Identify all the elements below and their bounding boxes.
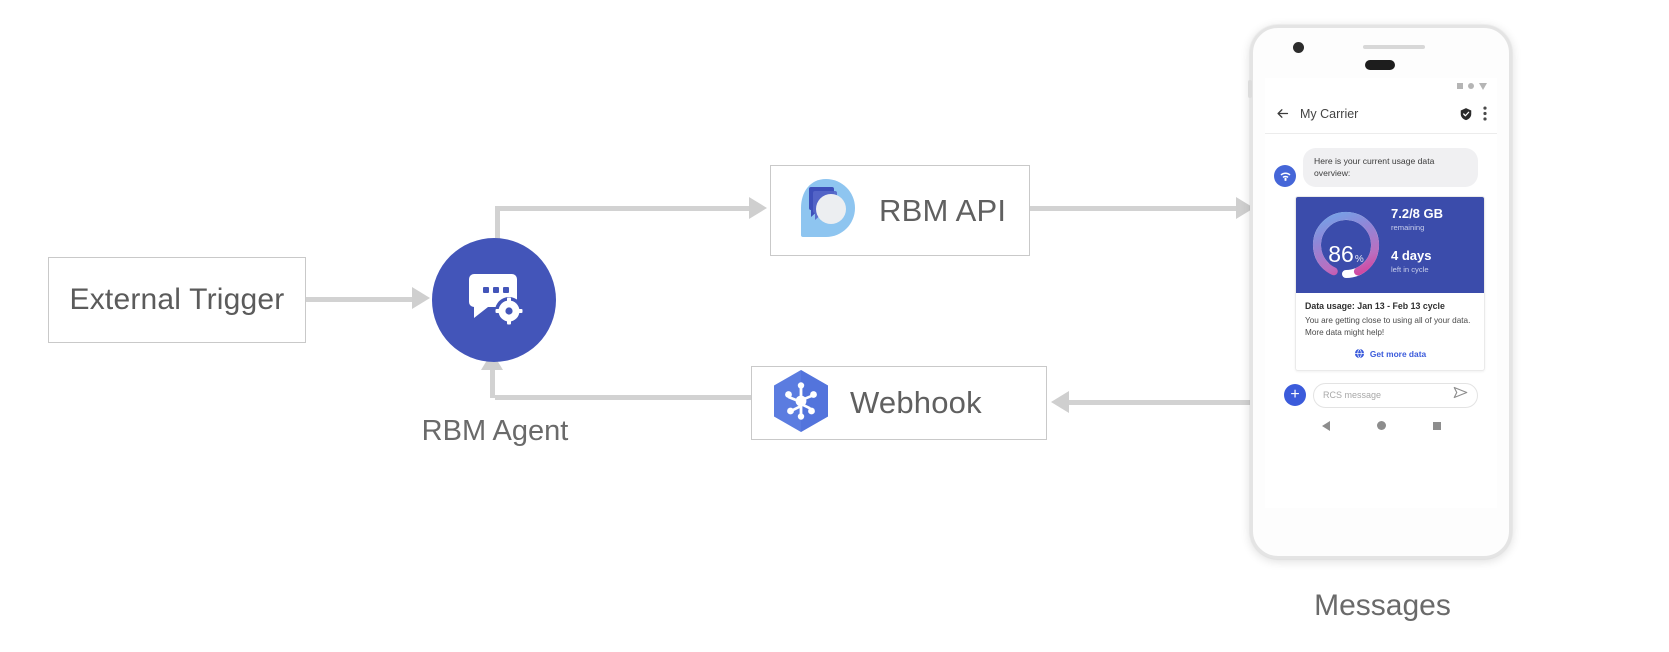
- front-camera-icon: [1293, 42, 1304, 53]
- webhook-box[interactable]: Webhook: [751, 366, 1047, 440]
- top-sensor-bar: [1363, 45, 1425, 49]
- rcs-message-input[interactable]: RCS message: [1313, 382, 1478, 408]
- phone-screen: My Carrier: [1265, 78, 1497, 508]
- rbm-agent-node[interactable]: [432, 238, 556, 362]
- earpiece-speaker: [1365, 60, 1395, 70]
- card-title: Data usage: Jan 13 - Feb 13 cycle: [1305, 300, 1445, 311]
- send-icon[interactable]: [1453, 386, 1468, 404]
- back-arrow-icon[interactable]: [1275, 106, 1290, 121]
- data-amount-block: 7.2/8 GB remaining: [1391, 205, 1481, 232]
- arrowhead-trigger-to-agent: [412, 287, 430, 309]
- data-amount: 7.2/8 GB: [1391, 205, 1444, 221]
- data-usage-gauge: 86 %: [1308, 207, 1384, 283]
- incoming-message-bubble: Here is your current usage data overview…: [1303, 148, 1478, 187]
- external-trigger-label: External Trigger: [69, 283, 285, 316]
- rich-card[interactable]: 86 % 7.2/8 GB remaining 4 days lef: [1295, 195, 1485, 371]
- rbm-agent-label: RBM Agent: [421, 415, 569, 447]
- connector-webhook-to-agent: [495, 395, 751, 400]
- rcs-message-placeholder: RCS message: [1323, 390, 1382, 401]
- nav-back-icon[interactable]: [1321, 420, 1330, 431]
- gauge-value: 86 %: [1308, 207, 1384, 283]
- days-left-sub: left in cycle: [1391, 264, 1429, 274]
- connector-rbmapi-to-phone: [1030, 206, 1238, 211]
- connector-agent-to-rbmapi: [495, 206, 751, 211]
- card-hero: 86 % 7.2/8 GB remaining 4 days lef: [1296, 196, 1484, 293]
- messages-label: Messages: [1314, 589, 1451, 622]
- phone-mockup: My Carrier: [1248, 25, 1512, 559]
- rbm-api-label: RBM API: [879, 192, 1007, 228]
- days-left: 4 days: [1391, 247, 1432, 263]
- verified-shield-icon[interactable]: [1459, 107, 1473, 121]
- card-body: Data usage: Jan 13 - Feb 13 cycle You ar…: [1296, 293, 1484, 370]
- gauge-percent-symbol: %: [1354, 253, 1364, 265]
- external-trigger-box[interactable]: External Trigger: [48, 257, 306, 343]
- connector-agent-up: [495, 206, 500, 242]
- battery-triangle-icon: [1479, 82, 1487, 90]
- connector-phone-to-webhook: [1069, 400, 1256, 405]
- carrier-wifi-avatar-icon: [1274, 164, 1296, 187]
- arrowhead-agent-to-rbmapi: [749, 197, 767, 219]
- arrowhead-rbmapi-to-phone: [1236, 197, 1254, 219]
- side-button: [1248, 80, 1252, 98]
- message-composer: + RCS message: [1274, 371, 1488, 408]
- wifi-dot-icon: [1468, 83, 1474, 89]
- arrowhead-phone-to-webhook: [1051, 391, 1069, 413]
- status-bar: [1265, 78, 1497, 94]
- signal-square-icon: [1457, 83, 1463, 89]
- message-row: Here is your current usage data overview…: [1274, 148, 1488, 187]
- plus-icon[interactable]: +: [1284, 384, 1306, 407]
- conversation-title: My Carrier: [1300, 106, 1359, 121]
- card-description: You are getting close to using all of yo…: [1305, 315, 1471, 337]
- days-left-block: 4 days left in cycle: [1391, 247, 1481, 274]
- conversation-area: Here is your current usage data overview…: [1265, 134, 1497, 431]
- connector-agent-up-return: [490, 366, 495, 396]
- nav-recents-icon[interactable]: [1432, 421, 1441, 430]
- gauge-percent: 86: [1328, 240, 1354, 267]
- get-more-data-button[interactable]: Get more data: [1305, 348, 1475, 361]
- webhook-label: Webhook: [850, 385, 982, 420]
- chat-gear-icon: [462, 268, 526, 333]
- webhook-hexagon-icon: [770, 368, 832, 439]
- rbm-api-icon: [793, 175, 859, 246]
- get-more-data-label: Get more data: [1369, 349, 1427, 360]
- globe-icon: [1354, 348, 1365, 361]
- nav-home-icon[interactable]: [1376, 421, 1386, 431]
- more-vert-icon[interactable]: [1483, 106, 1487, 121]
- app-bar: My Carrier: [1265, 94, 1497, 134]
- android-nav-bar: [1274, 408, 1488, 431]
- data-amount-sub: remaining: [1391, 222, 1425, 232]
- connector-trigger-to-agent: [306, 297, 414, 302]
- card-hero-stats: 7.2/8 GB remaining 4 days left in cycle: [1391, 205, 1481, 274]
- rbm-api-box[interactable]: RBM API: [770, 165, 1030, 256]
